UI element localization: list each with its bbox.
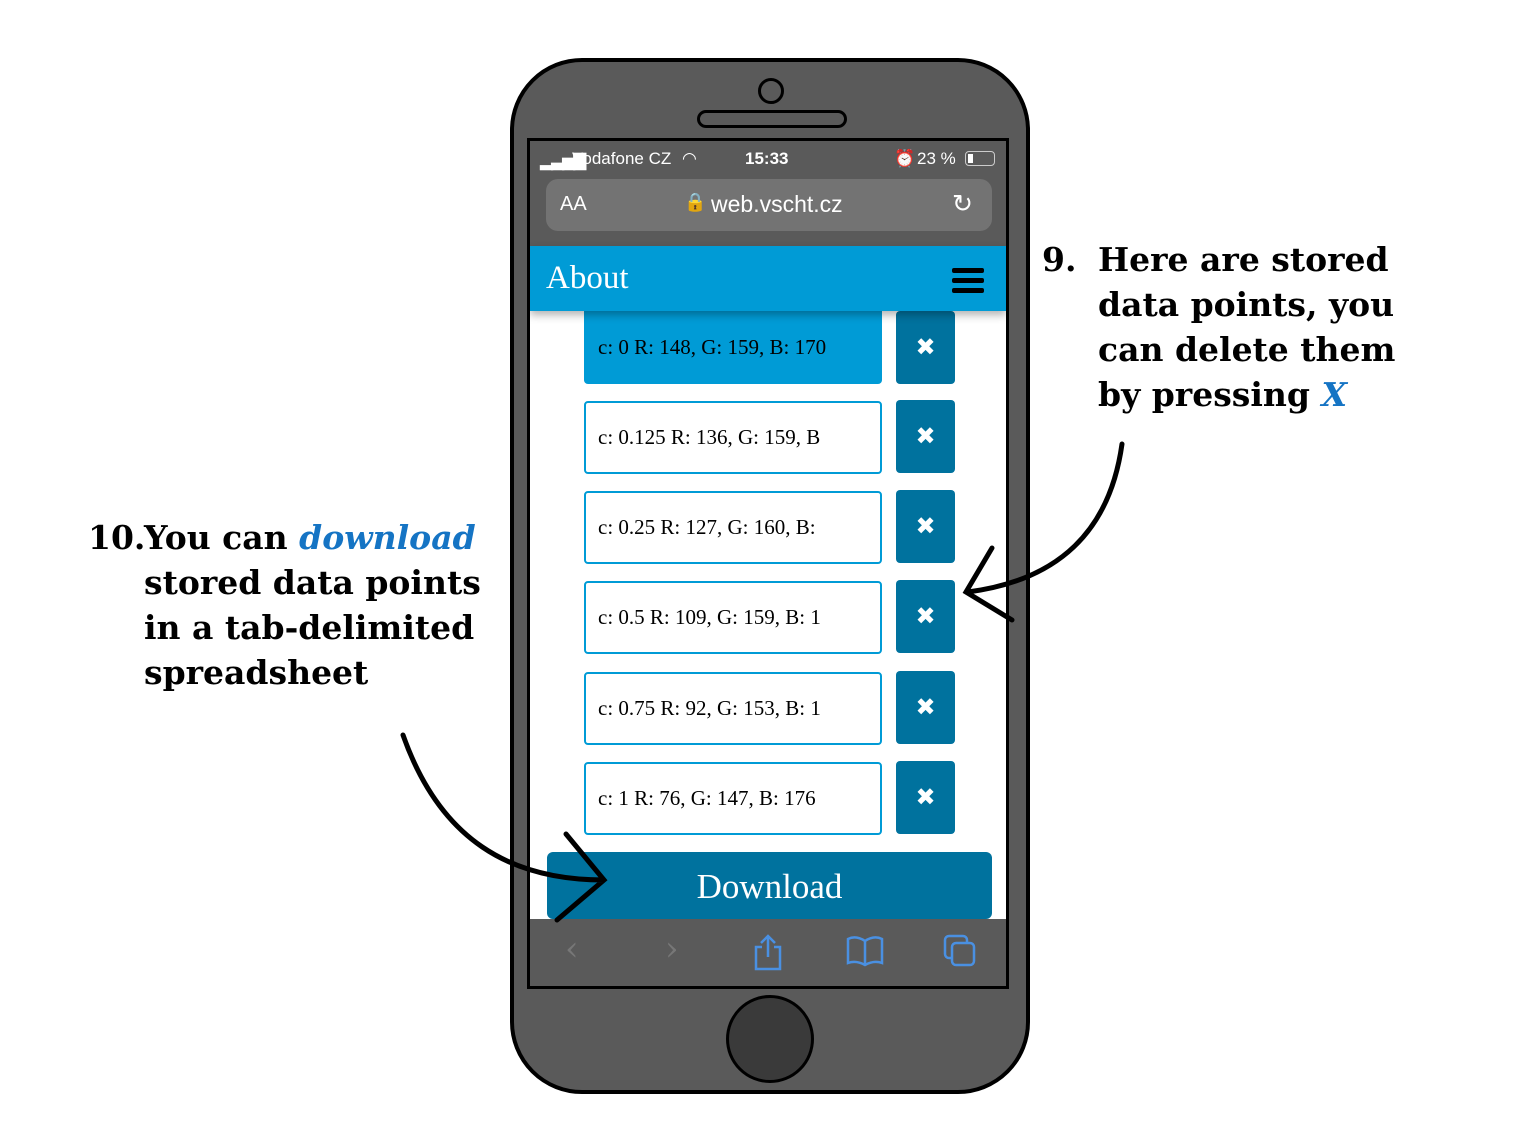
data-point-item[interactable]: c: 0 R: 148, G: 159, B: 170	[584, 311, 882, 384]
lock-icon: 🔒	[684, 192, 707, 212]
tabs-icon[interactable]	[942, 933, 978, 969]
home-button[interactable]	[726, 995, 814, 1083]
data-point-item[interactable]: c: 0.5 R: 109, G: 159, B: 1	[584, 581, 882, 654]
data-point-item[interactable]: c: 0.125 R: 136, G: 159, B	[584, 401, 882, 474]
delete-button[interactable]: ✖	[896, 490, 955, 563]
annotation-10: 10.You can download stored data points i…	[88, 518, 481, 692]
carrier: Vodafone CZ	[572, 149, 672, 168]
delete-button[interactable]: ✖	[896, 671, 955, 744]
clock: 15:33	[745, 149, 789, 168]
forward-icon[interactable]: ›	[665, 929, 679, 969]
text-size-button[interactable]: AA	[560, 193, 587, 215]
browser-chrome: ▂▃▅▇ Vodafone CZ ◠ 15:33 ⏰ 23 % AA 🔒 web…	[530, 141, 1006, 246]
delete-button[interactable]: ✖	[896, 311, 955, 384]
speaker	[697, 110, 847, 128]
camera	[758, 78, 784, 104]
url: web.vscht.cz	[711, 191, 843, 217]
delete-button[interactable]: ✖	[896, 580, 955, 653]
page-title: About	[546, 260, 629, 296]
bookmarks-icon[interactable]	[846, 935, 884, 967]
reload-icon[interactable]: ↻	[952, 190, 973, 218]
browser-toolbar: ‹ ›	[530, 919, 1006, 986]
data-point-item[interactable]: c: 0.75 R: 92, G: 153, B: 1	[584, 672, 882, 745]
alarm-icon: ⏰	[894, 149, 916, 168]
annotation-9: 9.Here are stored data points, you can d…	[1042, 240, 1396, 414]
delete-button[interactable]: ✖	[896, 400, 955, 473]
data-point-item[interactable]: c: 1 R: 76, G: 147, B: 176	[584, 762, 882, 835]
battery-percent: 23 %	[917, 149, 956, 168]
delete-button[interactable]: ✖	[896, 761, 955, 834]
phone-screen: ▂▃▅▇ Vodafone CZ ◠ 15:33 ⏰ 23 % AA 🔒 web…	[527, 138, 1009, 989]
menu-icon[interactable]	[952, 268, 984, 293]
battery-icon	[965, 151, 995, 166]
signal-icon: ▂▃▅▇	[540, 151, 586, 170]
app-header: About	[530, 246, 1006, 311]
download-button[interactable]: Download	[547, 852, 992, 919]
address-bar[interactable]: AA 🔒 web.vscht.cz ↻	[546, 179, 992, 231]
wifi-icon: ◠	[682, 149, 697, 168]
data-point-item[interactable]: c: 0.25 R: 127, G: 160, B:	[584, 491, 882, 564]
back-icon[interactable]: ‹	[565, 929, 579, 969]
share-icon[interactable]	[752, 933, 784, 971]
